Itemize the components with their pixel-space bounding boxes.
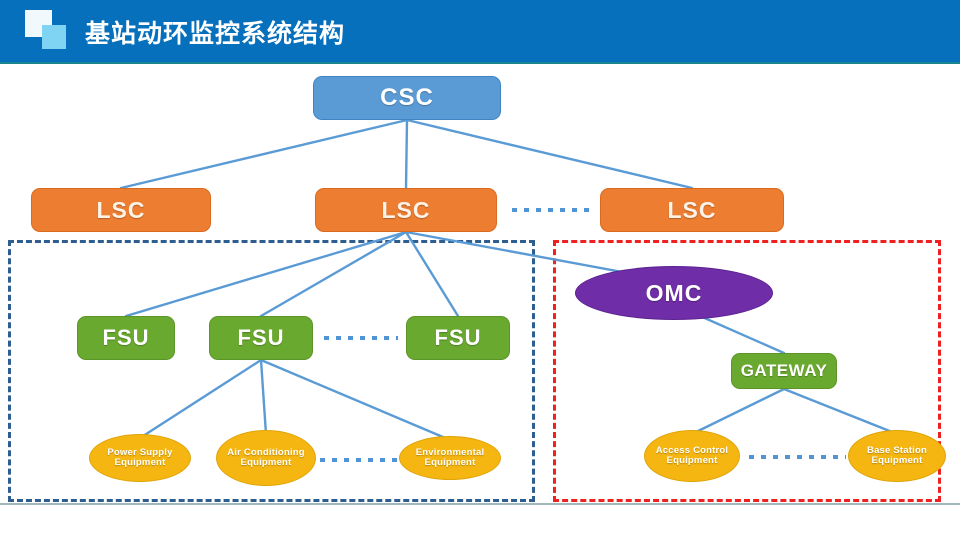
node-base-station-equipment[interactable]: Base Station Equipment bbox=[848, 430, 946, 482]
header-bar bbox=[0, 0, 960, 62]
footer-divider bbox=[0, 503, 960, 505]
right-group-region bbox=[553, 240, 941, 502]
node-power-supply-equipment[interactable]: Power Supply Equipment bbox=[89, 434, 191, 482]
edge-csc-lsc-left bbox=[119, 118, 409, 190]
edge-csc-lsc-right bbox=[405, 118, 694, 190]
node-csc[interactable]: CSC bbox=[313, 76, 501, 120]
node-lsc-left[interactable]: LSC bbox=[31, 188, 211, 232]
node-fsu-center[interactable]: FSU bbox=[209, 316, 313, 360]
node-access-control-equipment[interactable]: Access Control Equipment bbox=[644, 430, 740, 482]
node-fsu-right[interactable]: FSU bbox=[406, 316, 510, 360]
header-underline bbox=[0, 62, 960, 64]
node-gateway[interactable]: GATEWAY bbox=[731, 353, 837, 389]
edge-csc-lsc-center bbox=[404, 118, 409, 190]
node-omc[interactable]: OMC bbox=[575, 266, 773, 320]
node-air-conditioning-equipment[interactable]: Air Conditioning Equipment bbox=[216, 430, 316, 486]
page-title: 基站动环监控系统结构 bbox=[85, 19, 346, 48]
node-environmental-equipment[interactable]: Environmental Equipment bbox=[399, 436, 501, 480]
node-lsc-center[interactable]: LSC bbox=[315, 188, 497, 232]
two-squares-logo-icon bbox=[25, 10, 69, 52]
node-fsu-left[interactable]: FSU bbox=[77, 316, 175, 360]
logo-square-blue bbox=[42, 25, 66, 49]
node-lsc-right[interactable]: LSC bbox=[600, 188, 784, 232]
